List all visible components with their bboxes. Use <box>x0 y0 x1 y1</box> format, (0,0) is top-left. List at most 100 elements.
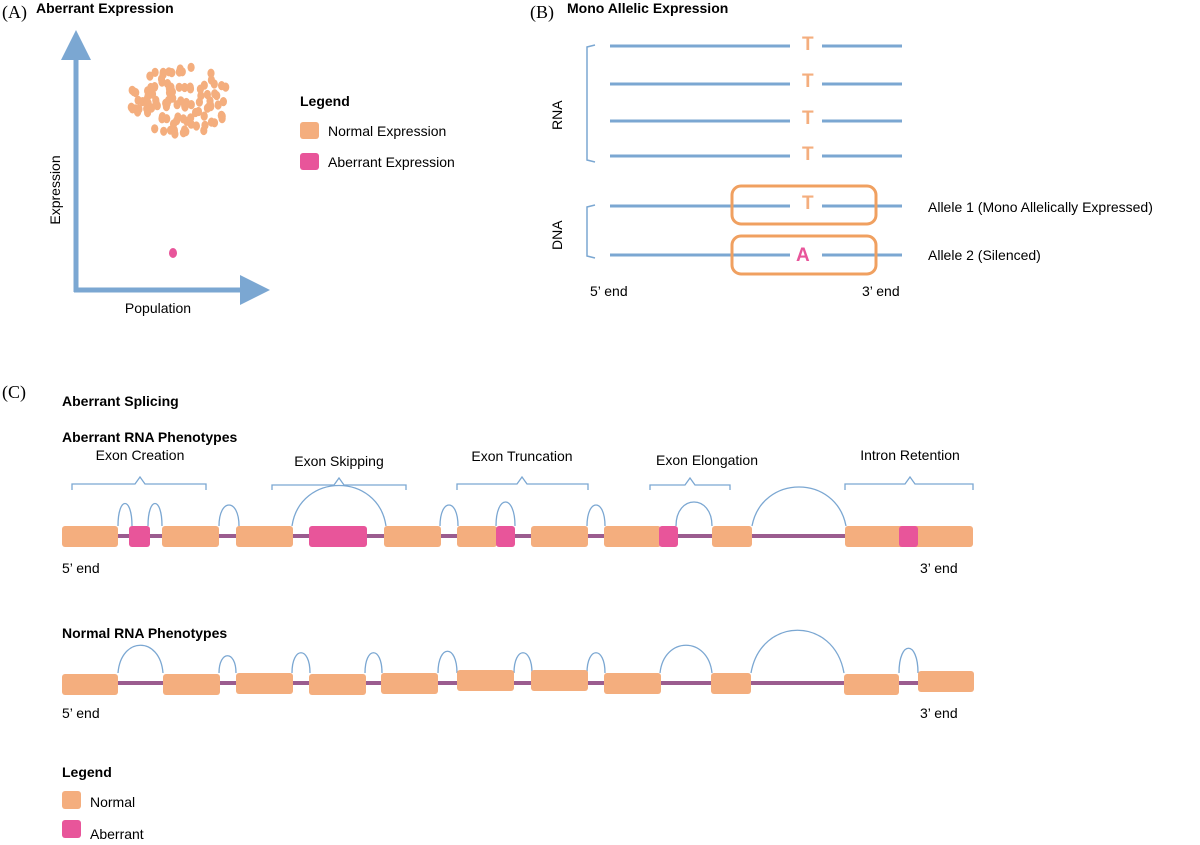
normal-expression-point <box>158 77 166 87</box>
aberrant-splice-arc <box>751 486 847 527</box>
panel-c-label: (C) <box>2 382 26 403</box>
panel-c-legend-normal-swatch <box>62 791 81 809</box>
normal-expression-point <box>168 68 176 78</box>
normal-splice-arc <box>291 652 311 674</box>
normal-expression-point <box>214 100 222 110</box>
normal-exon <box>604 673 661 694</box>
dna-label: DNA <box>549 220 565 250</box>
x-axis-label: Population <box>125 300 191 316</box>
legend-normal-label: Normal Expression <box>328 123 446 139</box>
aberrant-splice-arc <box>291 484 387 527</box>
normal-expression-point <box>175 82 183 92</box>
rna-base-3: T <box>802 108 814 129</box>
normal-expression-point <box>200 111 208 121</box>
normal-expression-point <box>150 82 159 92</box>
phenotype-exon-truncation: Exon Truncation <box>471 448 572 464</box>
normal-exon <box>918 671 974 692</box>
normal-splice-arc <box>586 652 606 674</box>
rna-strands: T T T T <box>610 34 902 165</box>
normal-expression-point <box>181 82 189 93</box>
normal-exon <box>604 526 661 547</box>
normal-expression-point <box>211 89 219 99</box>
normal-exon <box>457 670 514 691</box>
panel-c-legend-normal-label: Normal <box>90 794 135 810</box>
rna-base-1: T <box>802 34 814 55</box>
dna-bracket <box>586 204 596 259</box>
normal-expression-point <box>127 102 135 112</box>
normal-expression-point <box>200 80 208 90</box>
aberrant-rna-row <box>62 484 973 547</box>
normal-expression-point <box>128 85 136 95</box>
normal-expression-point <box>173 116 181 126</box>
phenotype-exon-elongation: Exon Elongation <box>656 452 758 468</box>
normal-exon <box>62 526 118 547</box>
allele-2-box <box>730 234 878 276</box>
normal-expression-point <box>151 124 159 134</box>
aberrant-phenotypes-heading: Aberrant RNA Phenotypes <box>62 429 238 445</box>
allele-1-box <box>730 184 878 226</box>
aberrant-five-prime: 5’ end <box>62 560 100 576</box>
y-axis-label: Expression <box>47 155 63 224</box>
panel-c-legend-title: Legend <box>62 764 112 780</box>
normal-expression-point <box>171 129 179 139</box>
normal-exon <box>162 526 219 547</box>
legend-aberrant-swatch <box>300 153 319 170</box>
rna-bracket <box>586 44 596 163</box>
brace-exon-skipping <box>271 476 407 490</box>
normal-expression-point <box>176 64 184 74</box>
normal-splice-arc <box>513 652 533 674</box>
normal-expression-point <box>195 97 203 107</box>
aberrant-splice-arc <box>439 504 459 527</box>
panel-c-legend-aberrant-label: Aberrant <box>90 826 144 842</box>
normal-five-prime: 5’ end <box>62 705 100 721</box>
normal-expression-point <box>186 82 194 92</box>
normal-expression-point <box>135 104 143 114</box>
normal-exon <box>236 526 293 547</box>
normal-phenotypes-heading: Normal RNA Phenotypes <box>62 625 227 641</box>
rna-base-2: T <box>802 71 814 92</box>
normal-exon <box>236 673 293 694</box>
normal-splice-arc <box>750 629 845 674</box>
aberrant-three-prime: 3’ end <box>920 560 958 576</box>
normal-exon <box>711 673 751 694</box>
aberrant-splice-arc <box>586 504 606 527</box>
legend-aberrant-label: Aberrant Expression <box>328 154 455 170</box>
allele-2-base: A <box>796 245 810 266</box>
normal-expression-point <box>210 118 219 128</box>
normal-expression-point <box>179 114 187 124</box>
normal-exon <box>62 674 118 695</box>
brace-exon-truncation <box>456 475 589 490</box>
aberrant-expression-point <box>169 248 177 258</box>
normal-exon <box>384 526 441 547</box>
normal-expression-point <box>187 100 195 110</box>
normal-expression-point <box>201 120 209 130</box>
aberrant-splice-arc <box>218 504 240 527</box>
normal-expression-point <box>163 98 171 109</box>
brace-exon-elongation <box>649 476 731 490</box>
normal-expression-point <box>167 82 175 92</box>
normal-exon <box>163 674 220 695</box>
normal-expression-point <box>134 95 142 105</box>
normal-expression-point <box>160 126 168 136</box>
panel-c-legend-aberrant-swatch <box>62 820 81 838</box>
normal-exon <box>712 526 752 547</box>
normal-three-prime: 3’ end <box>920 705 958 721</box>
normal-splice-arc <box>898 647 919 674</box>
panel-a-legend-title: Legend <box>300 93 350 109</box>
normal-expression-point <box>218 81 226 91</box>
normal-expression-point <box>146 71 154 81</box>
normal-expression-point <box>206 100 214 110</box>
phenotype-exon-skipping: Exon Skipping <box>294 453 384 469</box>
normal-exon <box>309 674 366 695</box>
normal-expression-cluster <box>127 62 230 139</box>
panel-c: (C) Aberrant Splicing Aberrant RNA Pheno… <box>2 382 974 842</box>
normal-expression-point <box>173 100 181 110</box>
aberrant-splice-arc <box>147 503 163 527</box>
normal-exon <box>531 670 588 691</box>
allele-1-base: T <box>802 193 814 214</box>
normal-rna-row <box>62 629 974 695</box>
panel-a-label: (A) <box>2 2 27 23</box>
normal-expression-point <box>158 114 166 124</box>
aberrant-splice-arc <box>117 503 133 527</box>
